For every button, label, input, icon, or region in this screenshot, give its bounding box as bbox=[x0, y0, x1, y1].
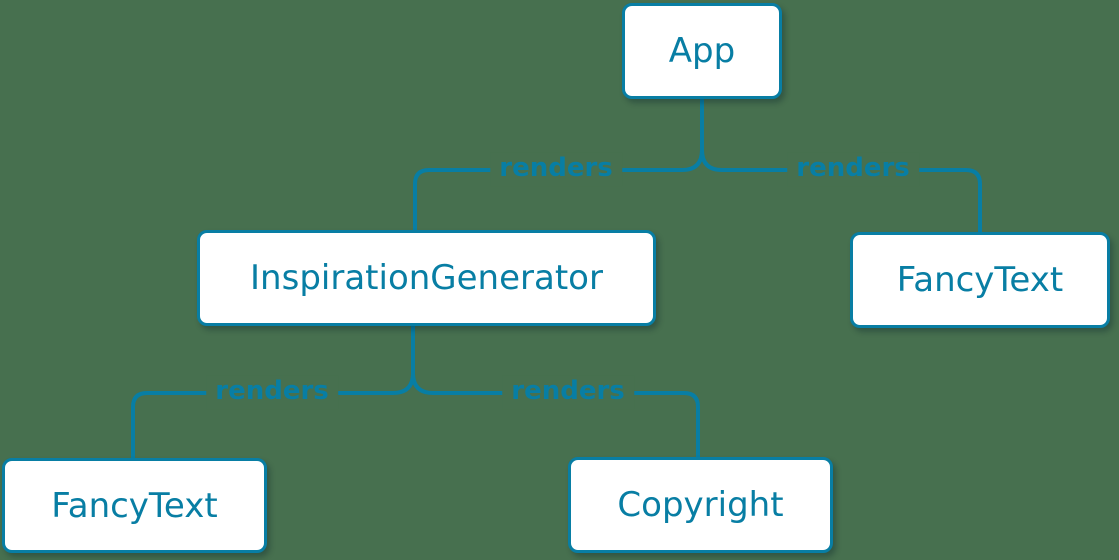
node-copyright: Copyright bbox=[568, 457, 833, 553]
node-label: App bbox=[668, 31, 736, 71]
node-inspiration-generator: InspirationGenerator bbox=[197, 230, 656, 326]
node-label: FancyText bbox=[896, 260, 1064, 300]
edge-label-renders: renders bbox=[502, 375, 634, 409]
node-label: InspirationGenerator bbox=[250, 258, 603, 298]
node-label: FancyText bbox=[51, 485, 218, 526]
node-app: App bbox=[622, 3, 782, 99]
edge-label-renders: renders bbox=[787, 152, 919, 186]
node-fancy-text-left: FancyText bbox=[2, 458, 267, 553]
edge-label-renders: renders bbox=[490, 152, 622, 186]
node-fancy-text-right: FancyText bbox=[850, 232, 1110, 328]
edge-label-renders: renders bbox=[206, 375, 338, 409]
node-label: Copyright bbox=[617, 485, 784, 525]
